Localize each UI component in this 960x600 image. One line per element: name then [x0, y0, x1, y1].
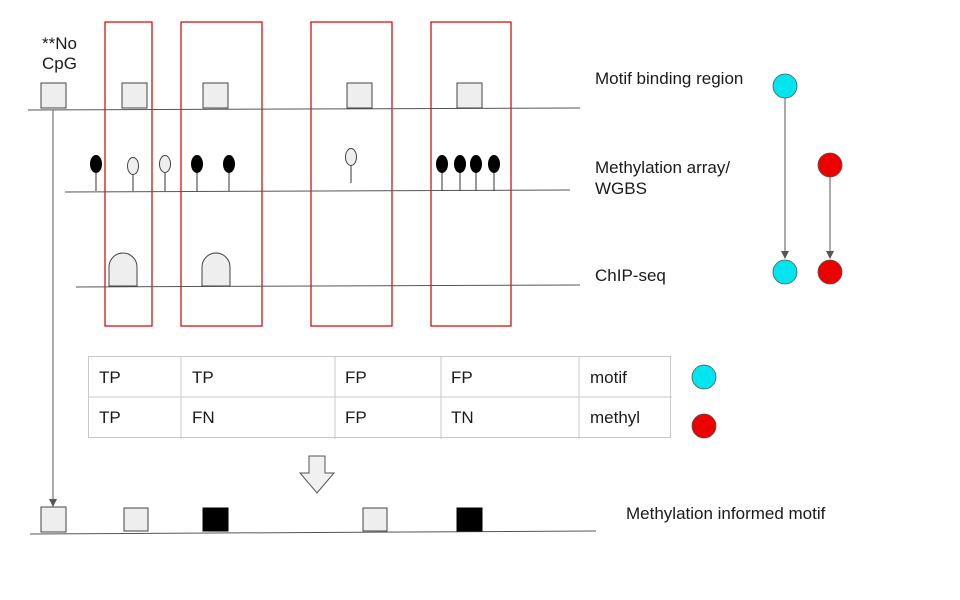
methylated-cpg-marker — [470, 155, 482, 191]
table-cell: TP — [192, 368, 214, 387]
table-row-label: methyl — [590, 408, 641, 427]
table-motif-dot — [691, 364, 717, 390]
unmethylated-cpg-marker — [159, 155, 171, 191]
unmethylated-cpg-marker — [345, 148, 357, 183]
methylation-legend-dot — [817, 152, 843, 178]
informed-motif-box — [362, 507, 388, 532]
methylated-cpg-marker — [454, 155, 466, 191]
unmethylated-cpg-marker — [127, 157, 139, 191]
table-cell: TP — [99, 368, 121, 387]
table-grid — [89, 357, 672, 439]
chipseq-motif-dot — [772, 259, 798, 285]
highlight-box — [104, 21, 153, 327]
chipseq-peak — [201, 252, 231, 287]
table-cell: TP — [99, 408, 121, 427]
no-cpg-note-line1: **No — [42, 34, 77, 53]
chipseq-peak — [108, 252, 138, 287]
chipseq-track-label: ChIP-seq — [595, 266, 666, 285]
motif-box — [121, 82, 148, 109]
informed-methylated-box — [456, 507, 483, 532]
motif-legend-dot — [772, 73, 798, 99]
motif-box — [456, 82, 483, 109]
methylated-cpg-marker — [90, 155, 102, 191]
methylation-track-label-line1: Methylation array/ — [595, 158, 731, 177]
motif-track-label: Motif binding region — [595, 69, 744, 88]
methylated-cpg-marker — [191, 155, 203, 191]
table-cell: FP — [451, 368, 473, 387]
motif-box — [40, 82, 67, 109]
table-row-label: motif — [590, 368, 627, 387]
table-cell: FP — [345, 368, 367, 387]
highlight-box — [180, 21, 263, 327]
informed-track-line — [29, 530, 597, 535]
chipseq-track-line — [75, 284, 581, 288]
informed-track-label: Methylation informed motif — [626, 504, 826, 523]
highlight-box — [430, 21, 512, 327]
motif-box — [346, 82, 373, 109]
table-methyl-dot — [691, 413, 717, 439]
evaluation-table: TP TP FP FP motif TP FN FP TN methyl — [88, 356, 672, 439]
methylated-cpg-marker — [436, 155, 448, 191]
methylation-track-line — [64, 189, 571, 193]
informed-motif-box — [40, 506, 67, 533]
motif-box — [202, 82, 229, 109]
highlight-box — [310, 21, 393, 327]
down-arrow-icon — [298, 455, 336, 494]
informed-motif-box — [123, 507, 149, 532]
no-cpg-note-line2: CpG — [42, 54, 77, 73]
chipseq-methyl-dot — [817, 259, 843, 285]
table-cell: TN — [451, 408, 474, 427]
informed-methylated-box — [202, 507, 229, 532]
methylated-cpg-marker — [488, 155, 500, 191]
motif-track-line — [27, 107, 581, 111]
table-cell: FP — [345, 408, 367, 427]
methylated-cpg-marker — [223, 155, 235, 191]
table-cell: FN — [192, 408, 215, 427]
methylation-track-label-line2: WGBS — [595, 179, 647, 198]
